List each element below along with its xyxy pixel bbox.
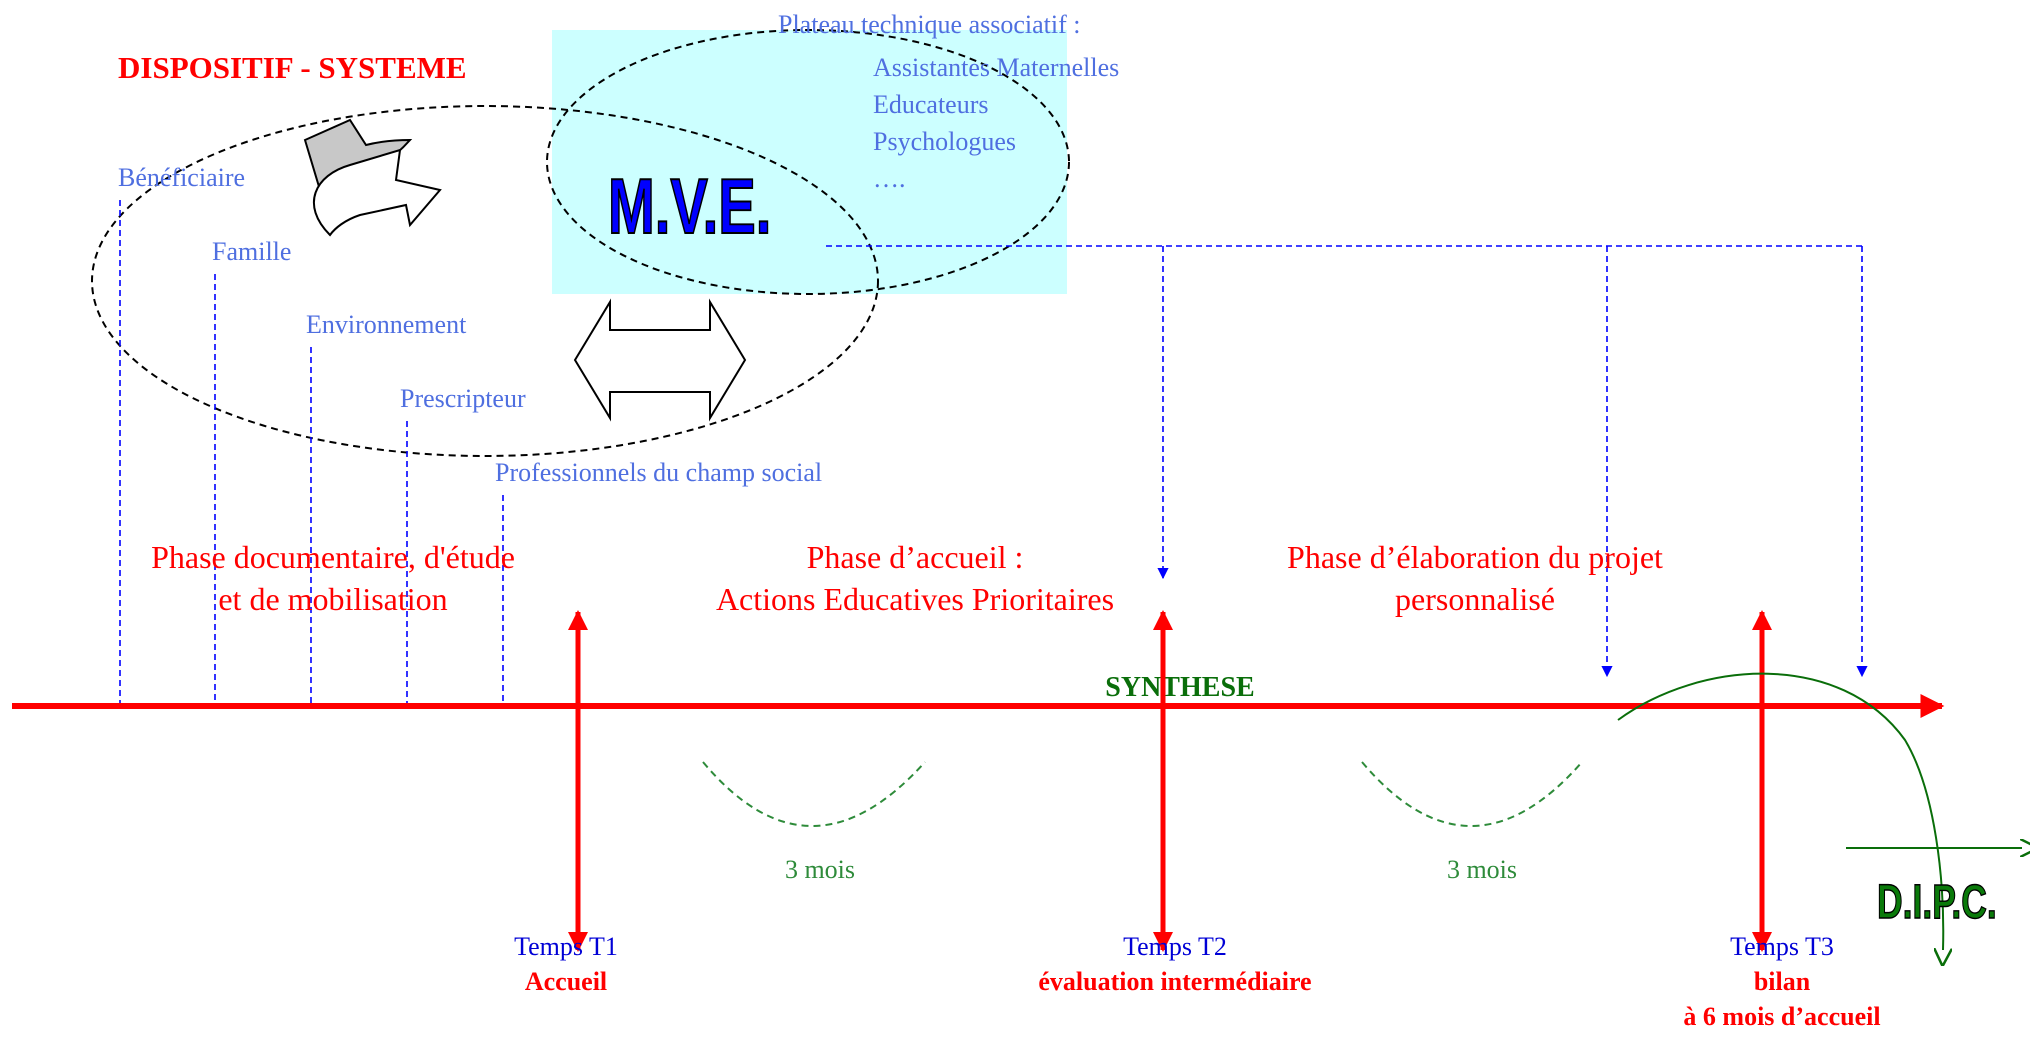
milestone-t3-label: Temps T3 xyxy=(1730,932,1834,961)
milestone-t1-label: Temps T1 xyxy=(514,932,618,961)
milestone-t2-label: Temps T2 xyxy=(1123,932,1227,961)
phase-3-line1: Phase d’élaboration du projet xyxy=(1287,539,1663,575)
synthese-label: SYNTHESE xyxy=(1105,672,1254,703)
mve-feedback-lines xyxy=(826,245,1868,678)
actor-label: Famille xyxy=(212,237,291,266)
duration-label-2: 3 mois xyxy=(1447,855,1517,884)
plateau-heading: Plateau technique associatif : xyxy=(778,10,1081,39)
actor-label: Bénéficiaire xyxy=(118,163,245,192)
milestone-t1-sub: Accueil xyxy=(525,967,607,996)
curved-arrow-tail-icon xyxy=(312,148,442,237)
plateau-item: Assistantes Maternelles xyxy=(873,53,1119,82)
mve-ellipse xyxy=(546,29,1070,295)
dipc-curved-arrow xyxy=(1617,672,1943,950)
diagram-title: DISPOSITIF - SYSTEME xyxy=(118,50,467,85)
phase-2-line2: Actions Educatives Prioritaires xyxy=(716,581,1114,617)
mve-box xyxy=(552,30,1067,294)
duration-arc-2 xyxy=(1361,761,1583,827)
plateau-item: Educateurs xyxy=(873,90,989,119)
phase-2-line1: Phase d’accueil : xyxy=(807,539,1024,575)
milestone-t2-sub: évaluation intermédiaire xyxy=(1038,967,1311,996)
dipc-label: D.I.P.C. xyxy=(1877,875,1997,928)
system-ellipse xyxy=(91,105,879,457)
actor-label: Professionnels du champ social xyxy=(495,458,822,487)
phase-1-line1: Phase documentaire, d'étude xyxy=(151,539,515,575)
actor-drop-lines xyxy=(119,200,504,703)
milestone-t3-sub: bilan xyxy=(1754,967,1811,996)
duration-label-1: 3 mois xyxy=(785,855,855,884)
phase-1-line2: et de mobilisation xyxy=(218,581,447,617)
duration-arc-1 xyxy=(702,761,926,827)
phase-3-line2: personnalisé xyxy=(1395,581,1555,617)
plateau-item: …. xyxy=(873,164,906,193)
double-arrow-icon xyxy=(573,298,747,422)
plateau-item: Psychologues xyxy=(873,127,1016,156)
actor-label: Environnement xyxy=(306,310,467,339)
actor-label: Prescripteur xyxy=(400,384,526,413)
milestone-t3-sub: à 6 mois d’accueil xyxy=(1683,1002,1880,1031)
mve-label: M.V.E. xyxy=(608,163,771,250)
